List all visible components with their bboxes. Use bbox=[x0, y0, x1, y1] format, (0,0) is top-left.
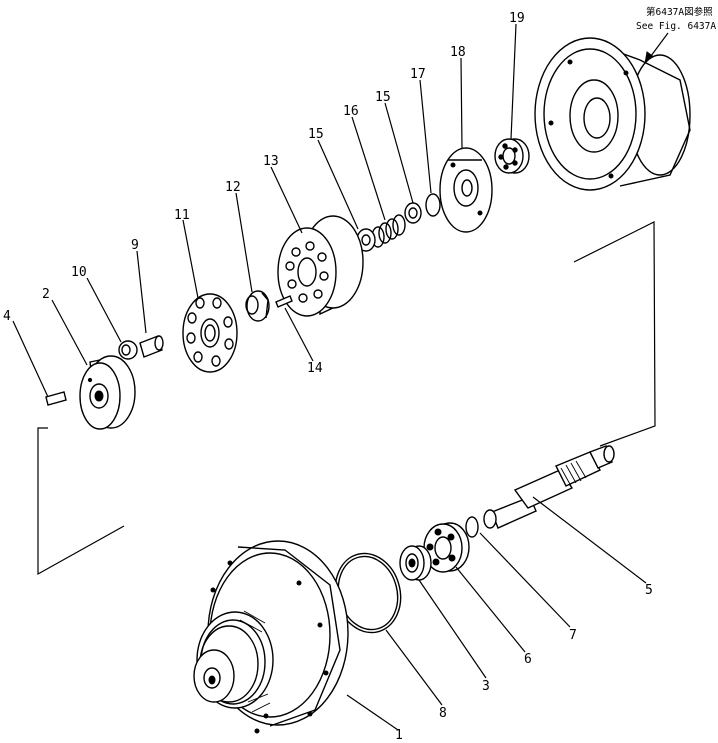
callout-15-lower: 15 bbox=[308, 127, 324, 142]
callout-16: 16 bbox=[343, 104, 359, 119]
part-14-pin bbox=[275, 295, 293, 308]
callout-6: 6 bbox=[524, 652, 532, 667]
callout-11: 11 bbox=[174, 208, 190, 223]
callout-13: 13 bbox=[263, 154, 279, 169]
part-9-pin bbox=[139, 335, 164, 358]
callout-9: 9 bbox=[131, 238, 139, 253]
callout-8: 8 bbox=[439, 706, 447, 721]
callout-4: 4 bbox=[3, 309, 11, 324]
part-16-spring bbox=[371, 214, 406, 248]
part-12-ball-guide bbox=[245, 290, 270, 322]
motor-housing bbox=[534, 37, 691, 191]
assembly-guide-lines bbox=[37, 221, 656, 576]
callout-14: 14 bbox=[307, 361, 323, 376]
part-17-snap-ring bbox=[425, 193, 441, 217]
callout-19: 19 bbox=[509, 11, 525, 26]
part-19-bearing bbox=[494, 138, 530, 174]
callout-17: 17 bbox=[410, 67, 426, 82]
callout-18: 18 bbox=[450, 45, 466, 60]
callout-2: 2 bbox=[42, 287, 50, 302]
reference-note-en: See Fig. 6437A bbox=[636, 21, 716, 32]
callout-10: 10 bbox=[71, 265, 87, 280]
callout-15-upper: 15 bbox=[375, 90, 391, 105]
callout-7: 7 bbox=[569, 628, 577, 643]
callout-numbers: 1 2 3 4 5 6 7 8 9 10 11 12 13 14 15 15 1… bbox=[3, 11, 653, 743]
part-2-swash-plate bbox=[79, 355, 136, 430]
callout-12: 12 bbox=[225, 180, 241, 195]
part-18-valve-plate bbox=[439, 147, 493, 233]
callout-1: 1 bbox=[395, 728, 403, 743]
part-3-bearing bbox=[399, 545, 432, 581]
leader-lines bbox=[12, 23, 647, 731]
part-6-bearing bbox=[423, 522, 470, 573]
callout-3: 3 bbox=[482, 679, 490, 694]
part-11-retainer-plate bbox=[182, 293, 238, 373]
part-7-snap-ring bbox=[465, 516, 479, 538]
part-15-upper-washer bbox=[404, 202, 422, 224]
part-4-pin bbox=[45, 391, 67, 406]
part-5-shaft bbox=[483, 445, 615, 529]
part-1-case bbox=[193, 540, 349, 734]
reference-note-jp: 第6437A図参照 bbox=[646, 6, 713, 18]
part-13-cylinder-block bbox=[277, 215, 364, 317]
part-10-ball bbox=[118, 340, 138, 360]
callout-5: 5 bbox=[645, 583, 653, 598]
